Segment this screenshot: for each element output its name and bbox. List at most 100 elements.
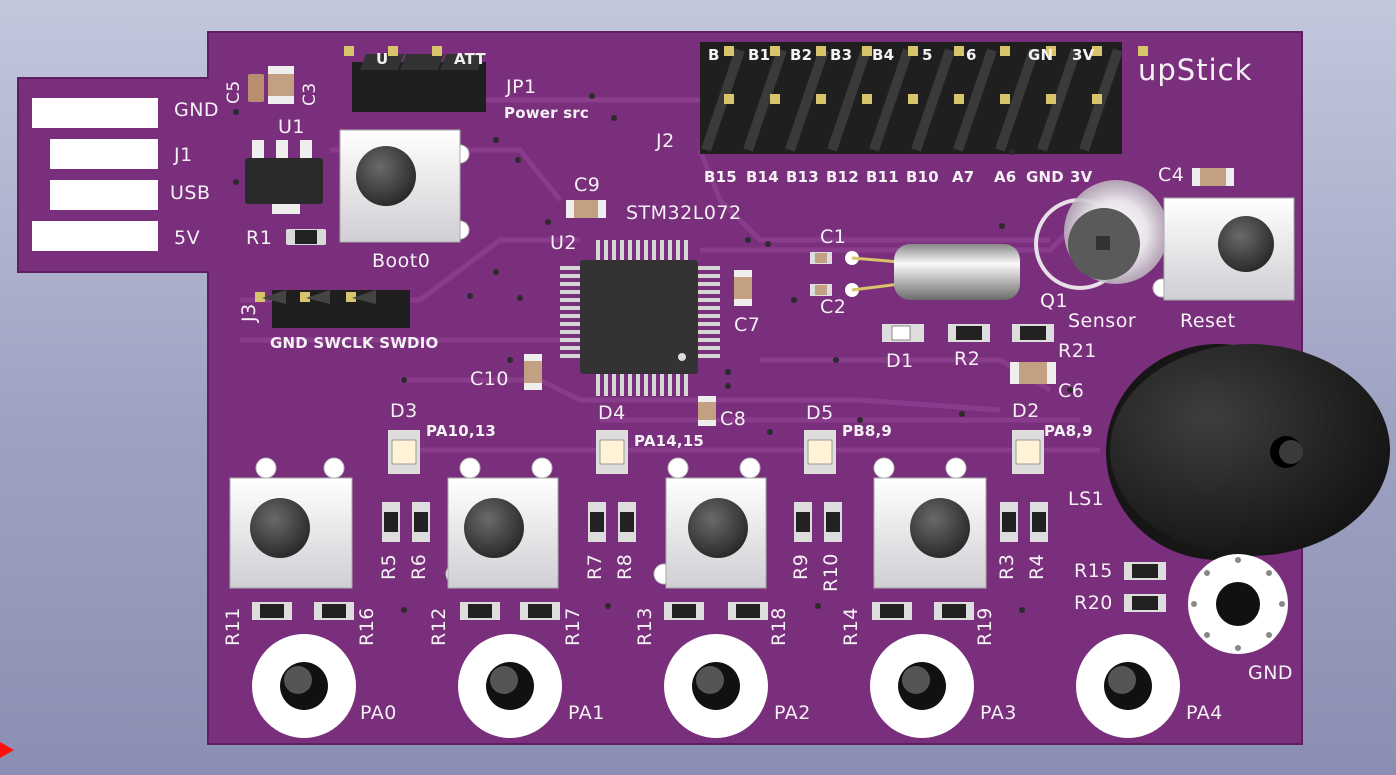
ref-r4: R4 xyxy=(1026,553,1048,580)
j2-header xyxy=(700,42,1148,154)
ref-r13: R13 xyxy=(634,607,656,646)
pa-pads xyxy=(252,634,1180,738)
pad-label-pa0: PA0 xyxy=(360,702,397,724)
j2-bottom-pin-3: B13 xyxy=(786,168,819,186)
ref-r11: R11 xyxy=(222,607,244,646)
ref-r5: R5 xyxy=(378,553,400,580)
ref-c2: C2 xyxy=(820,296,847,318)
sensor-label: Sensor xyxy=(1068,310,1137,332)
jp1-description: Power src xyxy=(504,104,589,122)
ref-r9: R9 xyxy=(790,553,812,580)
resistor-row-bottom xyxy=(252,602,974,620)
usb-label-gnd: GND xyxy=(174,99,220,121)
usb-label-j1: J1 xyxy=(174,144,193,166)
j3-pin-labels: GND SWCLK SWDIO xyxy=(270,334,439,352)
ref-r15: R15 xyxy=(1074,560,1113,582)
j2-bottom-pin-5: B11 xyxy=(866,168,899,186)
led-ref-d2: D2 xyxy=(1012,400,1040,422)
ref-r12: R12 xyxy=(428,607,450,646)
j2-top-pin-1: B xyxy=(708,46,720,64)
usb-label-usb: USB xyxy=(170,182,211,204)
ref-c8: C8 xyxy=(720,408,747,430)
j2-bottom-pin-6: B10 xyxy=(906,168,939,186)
ref-j3: J3 xyxy=(238,303,260,322)
pad-label-pa4: PA4 xyxy=(1186,702,1223,724)
ref-u2: U2 xyxy=(550,232,577,254)
ref-j2: J2 xyxy=(656,130,675,152)
ref-c10: C10 xyxy=(470,368,509,390)
pad-label-pa3: PA3 xyxy=(980,702,1017,724)
j2-bottom-pin-9: GND xyxy=(1026,168,1064,186)
led-ref-d5: D5 xyxy=(806,402,834,424)
led-row xyxy=(388,430,1044,474)
ref-r17: R17 xyxy=(562,607,584,646)
pad-label-pa1: PA1 xyxy=(568,702,605,724)
boot0-button-body xyxy=(339,129,470,243)
jp1-pin-label-2: ATT xyxy=(454,50,486,68)
ref-c1: C1 xyxy=(820,226,847,248)
ref-ls1: LS1 xyxy=(1068,488,1105,510)
j2-top-pin-7: 6 xyxy=(966,46,977,64)
ref-r2: R2 xyxy=(954,348,981,370)
led-pins-d5: PB8,9 xyxy=(842,422,892,440)
ref-r14: R14 xyxy=(840,607,862,646)
ref-c7: C7 xyxy=(734,314,761,336)
ref-r21: R21 xyxy=(1058,340,1097,362)
ref-r1: R1 xyxy=(246,227,273,249)
ref-r10: R10 xyxy=(820,553,842,592)
j2-top-pin-3: B2 xyxy=(790,46,813,64)
jp1-pin-label-1: U xyxy=(376,50,389,68)
board-title: upStick xyxy=(1138,53,1253,87)
ref-r16: R16 xyxy=(356,607,378,646)
j3-header xyxy=(255,290,410,328)
ref-r3: R3 xyxy=(996,553,1018,580)
j2-bottom-pin-7: A7 xyxy=(952,168,975,186)
led-pins-d2: PA8,9 xyxy=(1044,422,1093,440)
j2-top-pin-5: B4 xyxy=(872,46,895,64)
j2-bottom-pin-8: A6 xyxy=(994,168,1017,186)
gnd-pad-label: GND xyxy=(1248,662,1294,684)
j2-bottom-pin-2: B14 xyxy=(746,168,779,186)
led-ref-d3: D3 xyxy=(390,400,418,422)
led-pins-d4: PA14,15 xyxy=(634,432,705,450)
usb-label-5v: 5V xyxy=(174,227,201,249)
mcu-label: STM32L072 xyxy=(626,202,742,224)
user-buttons xyxy=(229,457,987,589)
ref-r20: R20 xyxy=(1074,592,1113,614)
ref-c3: C3 xyxy=(300,82,320,106)
resistor-pairs-top xyxy=(382,502,1048,542)
ref-c4: C4 xyxy=(1158,164,1185,186)
ref-r8: R8 xyxy=(614,553,636,580)
jp1-header xyxy=(344,46,486,112)
usb-fingers xyxy=(32,98,158,251)
ref-r6: R6 xyxy=(408,553,430,580)
ref-c6: C6 xyxy=(1058,380,1085,402)
j2-top-pin-6: 5 xyxy=(922,46,933,64)
j2-bottom-pin-4: B12 xyxy=(826,168,859,186)
buzzer-ls1 xyxy=(1106,344,1390,560)
j2-top-pin-2: B1 xyxy=(748,46,771,64)
ref-r7: R7 xyxy=(584,553,606,580)
pad-label-pa2: PA2 xyxy=(774,702,811,724)
reset-label: Reset xyxy=(1180,310,1236,332)
ref-c5: C5 xyxy=(224,80,244,104)
ref-d1: D1 xyxy=(886,350,914,372)
ref-c9: C9 xyxy=(574,174,601,196)
j2-bottom-pin-10: 3V xyxy=(1070,168,1093,186)
led-ref-d4: D4 xyxy=(598,402,626,424)
cursor-arrow-icon xyxy=(0,742,14,758)
reset-button-body xyxy=(1152,197,1295,301)
ref-u1: U1 xyxy=(278,116,305,138)
j2-bottom-pin-1: B15 xyxy=(704,168,737,186)
j2-top-pin-9: GN xyxy=(1028,46,1054,64)
led-pins-d3: PA10,13 xyxy=(426,422,497,440)
boot0-label: Boot0 xyxy=(372,250,431,272)
ref-q1: Q1 xyxy=(1040,290,1069,312)
mcu-chip xyxy=(560,240,720,396)
ref-jp1: JP1 xyxy=(506,76,537,98)
j2-top-pin-10: 3V xyxy=(1072,46,1095,64)
ref-r19: R19 xyxy=(974,607,996,646)
gnd-pad xyxy=(1188,554,1288,654)
